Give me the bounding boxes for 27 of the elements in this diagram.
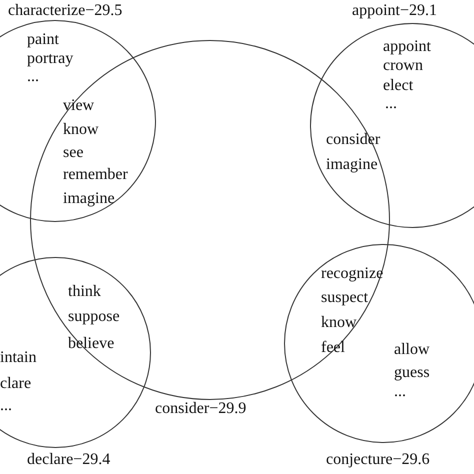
verb-label: know (63, 121, 99, 139)
verb-label: suspect (321, 289, 368, 307)
verb-label: clare (0, 375, 32, 393)
set-label: declare−29.4 (27, 451, 110, 469)
verb-label: elect (383, 77, 414, 95)
verb-label: remember (63, 166, 128, 184)
verb-label: think (68, 283, 101, 301)
set-label: appoint−29.1 (352, 2, 438, 20)
verb-label: see (63, 144, 84, 162)
verb-label: intain (0, 349, 36, 367)
verb-label: ... (385, 95, 397, 113)
verb-label: imagine (63, 190, 115, 208)
verb-label: appoint (383, 38, 431, 56)
verb-label: suppose (68, 308, 120, 326)
verb-label: ... (394, 383, 406, 401)
verb-label: imagine (326, 156, 378, 174)
verb-label: know (321, 314, 357, 332)
set-label: characterize−29.5 (8, 2, 122, 20)
verb-label: paint (27, 31, 59, 49)
verb-label: portray (27, 50, 74, 68)
set-label: conjecture−29.6 (326, 451, 430, 469)
verb-label: ... (27, 68, 39, 86)
verb-label: ... (0, 397, 12, 415)
verb-label: guess (394, 364, 430, 382)
set-label: consider−29.9 (155, 400, 246, 418)
verb-label: crown (383, 57, 423, 75)
verb-label: allow (394, 341, 430, 359)
